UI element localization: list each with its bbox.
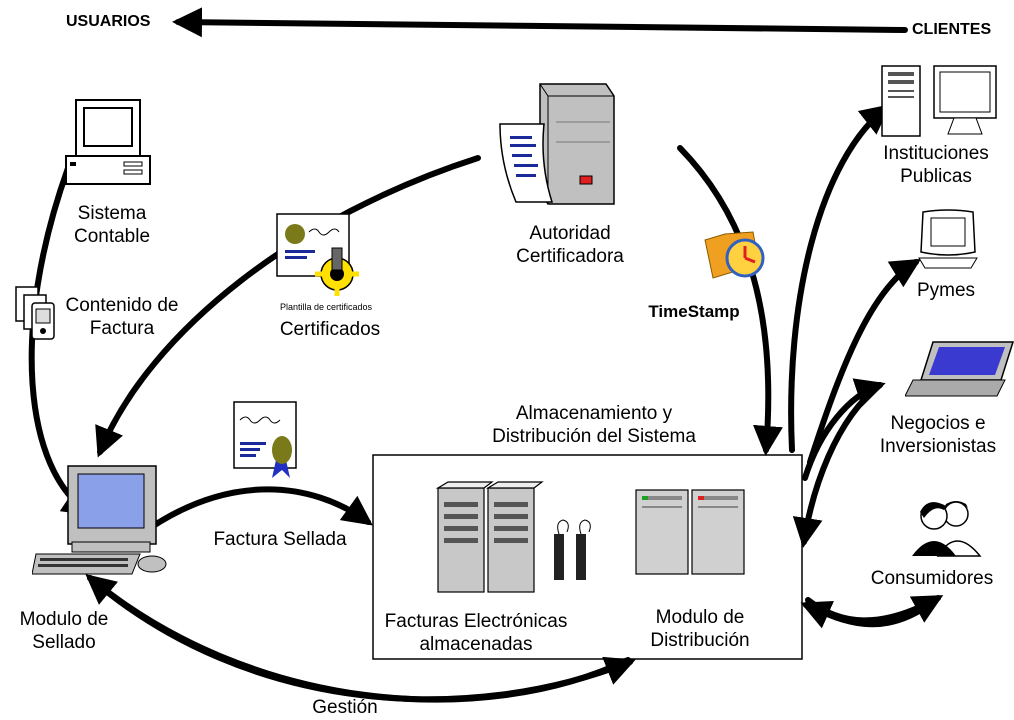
contenido-factura-label: Contenido de Factura [65,295,179,339]
factura-sellada-arrow [147,486,373,531]
workstation-icon [32,465,167,575]
pymes-label: Pymes [916,280,976,301]
plantilla-label: Plantilla de certificados [279,302,373,312]
certificados-label: Certificados [279,319,381,340]
desktop-computer-icon [65,99,151,185]
timestamp-label: TimeStamp [648,302,740,321]
to-pymes-arrow [807,258,922,465]
usuarios-label: USUARIOS [66,13,151,30]
autoridad-label: Autoridad Certificadora [516,223,624,267]
instituciones-label: Instituciones Publicas [883,143,989,187]
negocios-label: Negocios e Inversionistas [879,413,997,457]
server-with-document-icon [499,83,615,205]
storage-box [372,454,803,660]
contable-to-sellado-arrow [28,165,93,516]
sistema-contable-label: Sistema Contable [73,203,151,247]
certificate-template-icon [276,213,359,296]
distribution-servers-icon [635,489,745,575]
tower-and-monitor-icon [881,65,997,137]
clientes-to-usuarios-arrow [172,7,908,38]
to-instituciones-arrow [788,104,891,453]
modulo-sellado-label: Modulo de Sellado [19,609,109,653]
clientes-label: CLIENTES [912,21,992,38]
storage-servers-icon [436,481,591,593]
factura-sellada-label: Factura Sellada [213,529,347,550]
gestion-label: Gestión [312,697,378,718]
autoridad-to-sellado-arrow [95,155,481,458]
imac-icon [918,209,978,269]
timestamp-arrow [677,145,783,456]
clock-folder-icon [704,231,765,279]
facturas-electronicas-label: Facturas Electrónicas almacenadas [384,611,568,655]
negocios-arrow [802,378,886,481]
certificate-icon [233,401,297,478]
modulo-distribucion-label: Modulo de Distribución [650,607,750,651]
people-icon [912,501,982,557]
consumidores-label: Consumidores [870,568,994,589]
documents-stack-icon [15,286,55,340]
almacenamiento-label: Almacenamiento y Distribución del Sistem… [492,403,696,447]
laptop-icon [905,341,1014,397]
